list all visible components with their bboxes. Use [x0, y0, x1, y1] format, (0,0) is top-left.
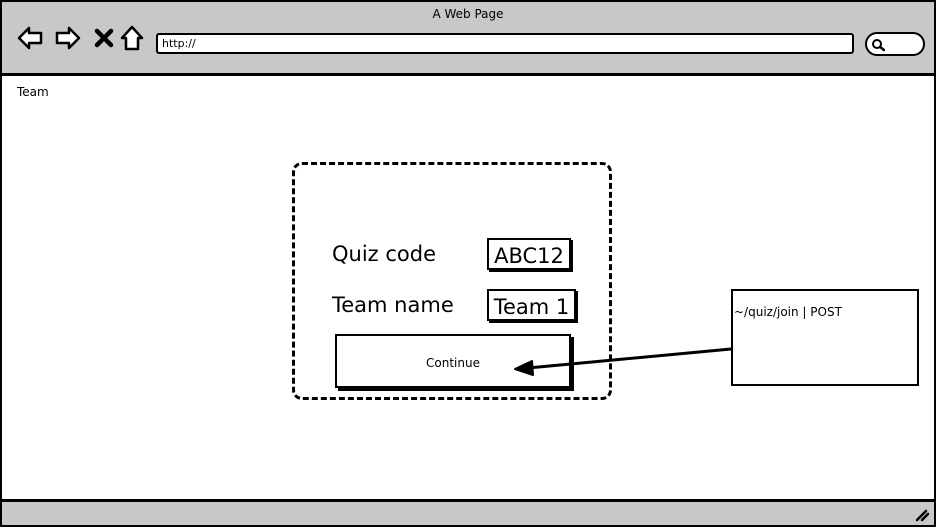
resize-grip-icon[interactable] — [914, 506, 930, 522]
title-bar: A Web Page http:// — [2, 2, 934, 76]
home-icon[interactable] — [118, 24, 146, 52]
search-input[interactable] — [865, 32, 925, 56]
team-name-label: Team name — [332, 293, 454, 317]
team-name-input[interactable]: Team 1 — [487, 289, 576, 321]
page-content: Team Quiz code ABC12 Team name Team 1 Co… — [2, 76, 934, 499]
forward-arrow-icon[interactable] — [54, 24, 82, 52]
quiz-code-input[interactable]: ABC12 — [487, 238, 571, 270]
quiz-code-label: Quiz code — [332, 242, 437, 266]
url-input[interactable]: http:// — [156, 33, 854, 54]
annotation-note: ~/quiz/join | POST — [731, 289, 919, 386]
search-icon[interactable] — [871, 38, 885, 52]
continue-button[interactable]: Continue — [335, 334, 571, 388]
page-title: Team — [17, 85, 49, 99]
join-form-panel — [292, 162, 612, 400]
window-title: A Web Page — [432, 7, 504, 21]
close-icon[interactable] — [90, 24, 118, 52]
status-bar — [2, 499, 934, 525]
back-arrow-icon[interactable] — [16, 24, 44, 52]
